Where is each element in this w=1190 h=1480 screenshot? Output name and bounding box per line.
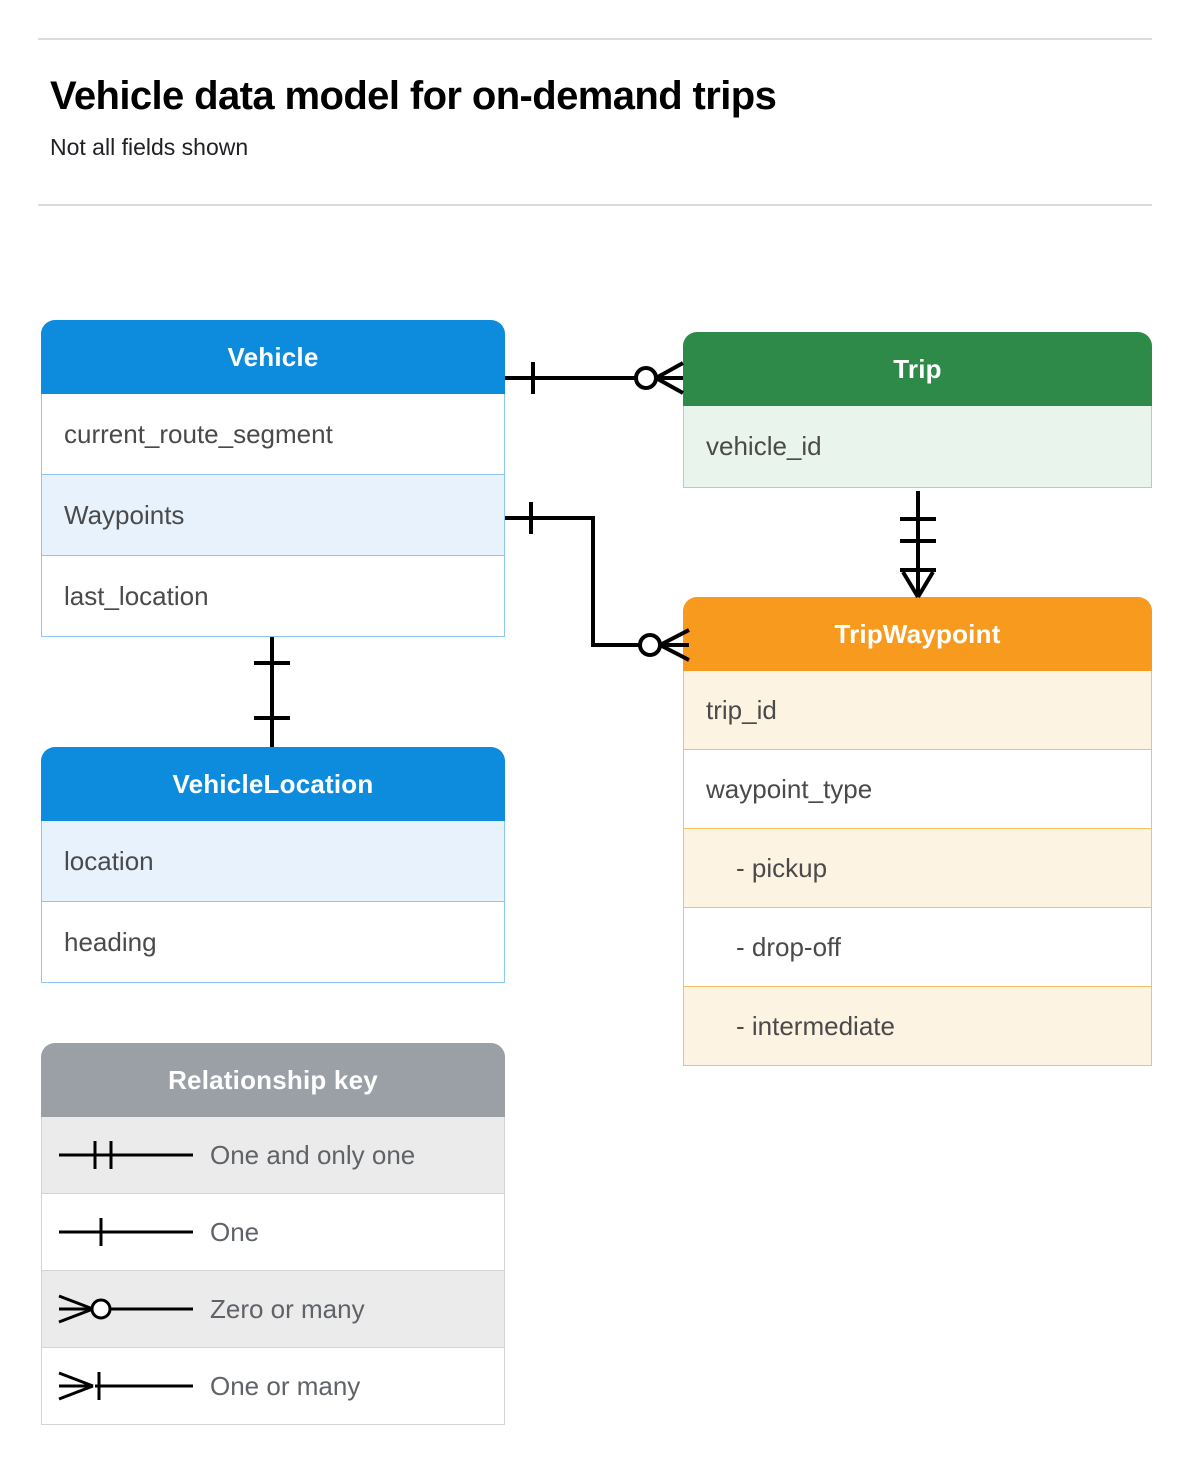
- connector-trip-tripwaypoint: [900, 491, 936, 599]
- one-icon: [42, 1194, 210, 1270]
- connector-vehicle-vehiclelocation: [254, 637, 290, 747]
- entity-trip-title: Trip: [683, 332, 1152, 406]
- entity-trip-waypoint[interactable]: TripWaypoint trip_id waypoint_type - pic…: [683, 597, 1152, 1066]
- header-divider-bottom: [38, 204, 1152, 206]
- entity-trip-waypoint-title: TripWaypoint: [683, 597, 1152, 671]
- connector-vehicle-trip: [505, 361, 684, 395]
- entity-trip-waypoint-field-waypoint-type: waypoint_type: [683, 750, 1152, 829]
- entity-vehicle-location-title: VehicleLocation: [41, 747, 505, 821]
- legend-label-one-or-many: One or many: [210, 1370, 361, 1401]
- legend-title: Relationship key: [41, 1043, 505, 1117]
- legend-label-zero-or-many: Zero or many: [210, 1293, 365, 1324]
- entity-vehicle-location[interactable]: VehicleLocation location heading: [41, 747, 505, 983]
- legend-row-one-and-only-one: One and only one: [41, 1117, 505, 1194]
- one-or-many-icon: [42, 1348, 210, 1424]
- entity-vehicle-location-field-location: location: [41, 821, 505, 902]
- entity-trip-waypoint-enum-intermediate: - intermediate: [683, 987, 1152, 1066]
- one-and-only-one-icon: [42, 1117, 210, 1193]
- relationship-key-legend[interactable]: Relationship key One and only one One: [41, 1043, 505, 1425]
- connector-waypoints-tripwaypoint: [505, 502, 690, 662]
- entity-vehicle[interactable]: Vehicle current_route_segment Waypoints …: [41, 320, 505, 637]
- entity-vehicle-field-last-location: last_location: [41, 556, 505, 637]
- header-divider-top: [38, 38, 1152, 40]
- legend-row-one-or-many: One or many: [41, 1348, 505, 1425]
- zero-or-many-icon: [42, 1271, 210, 1347]
- entity-trip-waypoint-field-trip-id: trip_id: [683, 671, 1152, 750]
- entity-vehicle-field-current-route-segment: current_route_segment: [41, 394, 505, 475]
- entity-vehicle-field-waypoints: Waypoints: [41, 475, 505, 556]
- entity-trip[interactable]: Trip vehicle_id: [683, 332, 1152, 488]
- entity-vehicle-title: Vehicle: [41, 320, 505, 394]
- entity-trip-field-vehicle-id: vehicle_id: [683, 406, 1152, 488]
- legend-row-zero-or-many: Zero or many: [41, 1271, 505, 1348]
- entity-trip-waypoint-enum-drop-off: - drop-off: [683, 908, 1152, 987]
- legend-label-one: One: [210, 1216, 260, 1247]
- entity-vehicle-location-field-heading: heading: [41, 902, 505, 983]
- page-subtitle: Not all fields shown: [50, 134, 249, 160]
- legend-label-one-and-only-one: One and only one: [210, 1139, 416, 1170]
- legend-row-one: One: [41, 1194, 505, 1271]
- page-title: Vehicle data model for on-demand trips: [50, 74, 777, 118]
- entity-trip-waypoint-enum-pickup: - pickup: [683, 829, 1152, 908]
